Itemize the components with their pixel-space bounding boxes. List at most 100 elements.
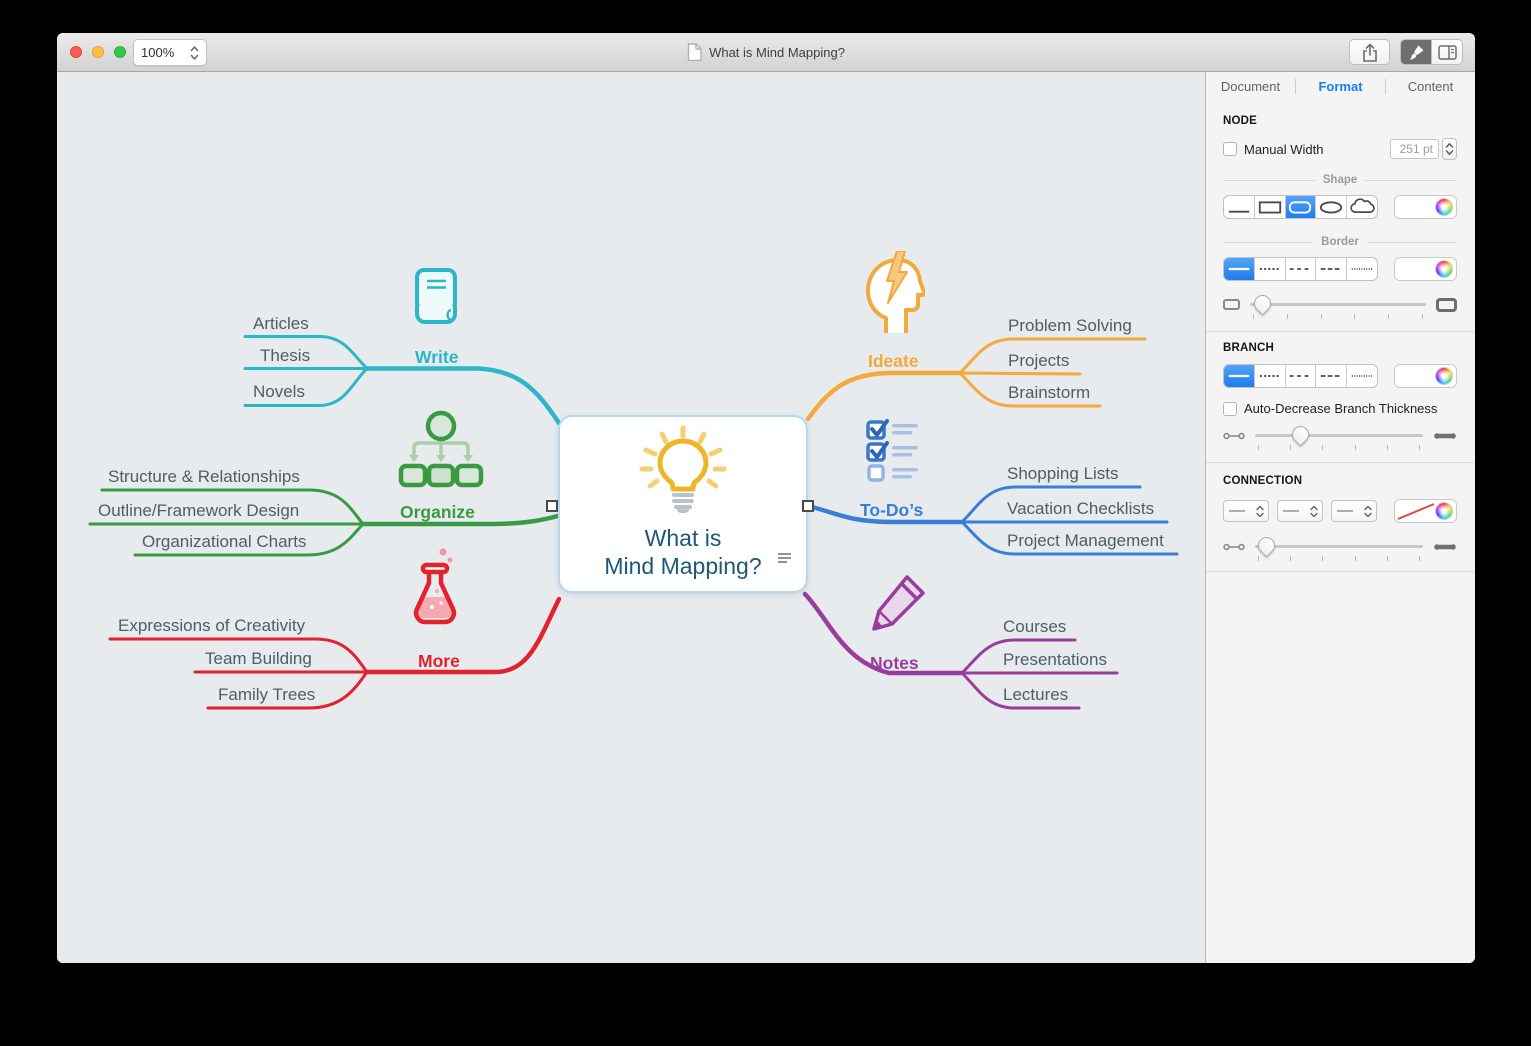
slider-thumb[interactable] [1249,291,1275,316]
branch-dotted-button[interactable] [1253,365,1285,387]
node-fill-color-well[interactable] [1394,195,1457,219]
branch-lines-ideate [805,337,1147,422]
subtopic-org-charts[interactable]: Organizational Charts [142,532,307,551]
subtopic-projects[interactable]: Projects [1008,351,1070,370]
stepper-chevrons-icon [1310,505,1318,517]
border-fine-dotted-button[interactable] [1346,258,1377,280]
section-divider [1206,331,1475,332]
shape-ellipse-button[interactable] [1315,196,1346,218]
branch-lines-notes [802,591,1119,710]
branch-lines-more [108,596,562,710]
border-solid-button[interactable] [1224,258,1254,280]
auto-decrease-checkbox[interactable] [1223,401,1237,416]
connection-end-style-dropdown[interactable] [1331,500,1377,522]
central-node-title: What is Mind Mapping? [604,525,762,579]
shape-rounded-rectangle-button[interactable] [1284,196,1316,218]
slider-thumb[interactable] [1288,422,1313,447]
topic-more[interactable]: More [418,651,460,671]
no-color-icon [1397,503,1435,520]
topic-todos[interactable]: To-Do’s [860,500,924,520]
color-wheel-icon[interactable] [1435,502,1453,520]
subtopic-outline-framework[interactable]: Outline/Framework Design [98,501,300,520]
color-wheel-icon[interactable] [1435,367,1453,385]
inspector-tabs: Document Format Content [1206,72,1475,101]
topic-notes[interactable]: Notes [870,653,919,673]
topic-write[interactable]: Write [415,347,459,367]
subtopic-expressions[interactable]: Expressions of Creativity [118,616,306,635]
selection-handle-right[interactable] [802,500,814,512]
subtopic-courses[interactable]: Courses [1003,617,1067,636]
central-node[interactable]: What is Mind Mapping? [558,415,808,593]
shape-line-button[interactable] [1224,196,1254,218]
subtopic-family-trees[interactable]: Family Trees [218,685,316,704]
panel-toggle-button[interactable] [1431,40,1462,64]
share-icon [1362,43,1377,62]
mindmap-canvas[interactable]: Write Organize More Ideate To-Do’s Notes… [57,72,1205,963]
subtopic-project-management[interactable]: Project Management [1007,531,1164,550]
flask-icon [413,548,457,625]
auto-decrease-label: Auto-Decrease Branch Thickness [1244,401,1438,416]
branch-section-header: BRANCH [1223,342,1275,354]
head-lightning-icon [866,251,925,333]
manual-width-checkbox[interactable] [1223,142,1237,156]
canvas-zoom-stepper[interactable]: 100% [133,39,207,66]
branch-thickness-slider[interactable] [1255,422,1423,450]
manual-width-stepper[interactable] [1442,138,1457,160]
slider-ticks [1253,314,1423,319]
topic-ideate[interactable]: Ideate [868,351,919,371]
subtopic-thesis[interactable]: Thesis [260,346,311,365]
border-width-slider[interactable] [1249,291,1426,319]
subtopic-problem-solving[interactable]: Problem Solving [1008,316,1132,335]
border-stroke-segmented-control [1223,257,1378,281]
shape-divider: Shape [1223,174,1457,186]
shape-cloud-button[interactable] [1346,196,1377,218]
line-style-icon [1229,510,1245,512]
tab-format[interactable]: Format [1295,79,1385,94]
topic-organize[interactable]: Organize [400,502,475,522]
share-button[interactable] [1349,39,1390,65]
connection-thickness-slider[interactable] [1254,533,1423,561]
connection-start-style-dropdown[interactable] [1223,500,1269,522]
document-icon [687,43,702,61]
subtopic-vacation-checklists[interactable]: Vacation Checklists [1007,499,1155,518]
tab-content[interactable]: Content [1385,79,1475,94]
close-window-button[interactable] [70,46,82,58]
branch-stroke-segmented-control [1223,364,1378,388]
subtopic-team-building[interactable]: Team Building [205,649,312,668]
branch-solid-button[interactable] [1224,365,1254,387]
note-indicator-icon[interactable] [778,551,791,563]
connection-line-style-dropdown[interactable] [1277,500,1323,522]
color-wheel-icon[interactable] [1435,198,1453,216]
subtopic-lectures[interactable]: Lectures [1003,685,1069,704]
connection-color-well[interactable] [1394,499,1457,523]
tab-document[interactable]: Document [1220,79,1281,94]
border-color-well[interactable] [1394,257,1457,281]
slider-thumb[interactable] [1254,533,1279,558]
stepper-chevrons-icon [1364,505,1372,517]
brush-icon [1409,45,1423,59]
branch-fine-dotted-button[interactable] [1346,365,1377,387]
border-long-dashed-button[interactable] [1315,258,1346,280]
border-dashed-button[interactable] [1284,258,1316,280]
zoom-window-button[interactable] [114,46,126,58]
subtopic-presentations[interactable]: Presentations [1003,650,1107,669]
thin-border-icon [1223,299,1240,310]
border-dotted-button[interactable] [1253,258,1285,280]
branch-dashed-button[interactable] [1284,365,1316,387]
subtopic-brainstorm[interactable]: Brainstorm [1008,383,1091,402]
branch-color-well[interactable] [1394,364,1457,388]
view-toggle-segmented-control [1400,39,1463,65]
subtopic-structure-relationships[interactable]: Structure & Relationships [108,467,300,486]
connection-section-header: CONNECTION [1223,475,1303,487]
subtopic-novels[interactable]: Novels [253,382,305,401]
subtopic-shopping-lists[interactable]: Shopping Lists [1007,464,1119,483]
manual-width-value-field[interactable]: 251 pt [1390,139,1439,159]
color-wheel-icon[interactable] [1435,260,1453,278]
branch-long-dashed-button[interactable] [1315,365,1346,387]
inspector-toggle-button[interactable] [1401,40,1431,64]
shape-rectangle-button[interactable] [1253,196,1285,218]
stepper-chevrons-icon[interactable] [190,45,199,61]
subtopic-articles[interactable]: Articles [253,314,309,333]
selection-handle-left[interactable] [546,500,558,512]
minimize-window-button[interactable] [92,46,104,58]
